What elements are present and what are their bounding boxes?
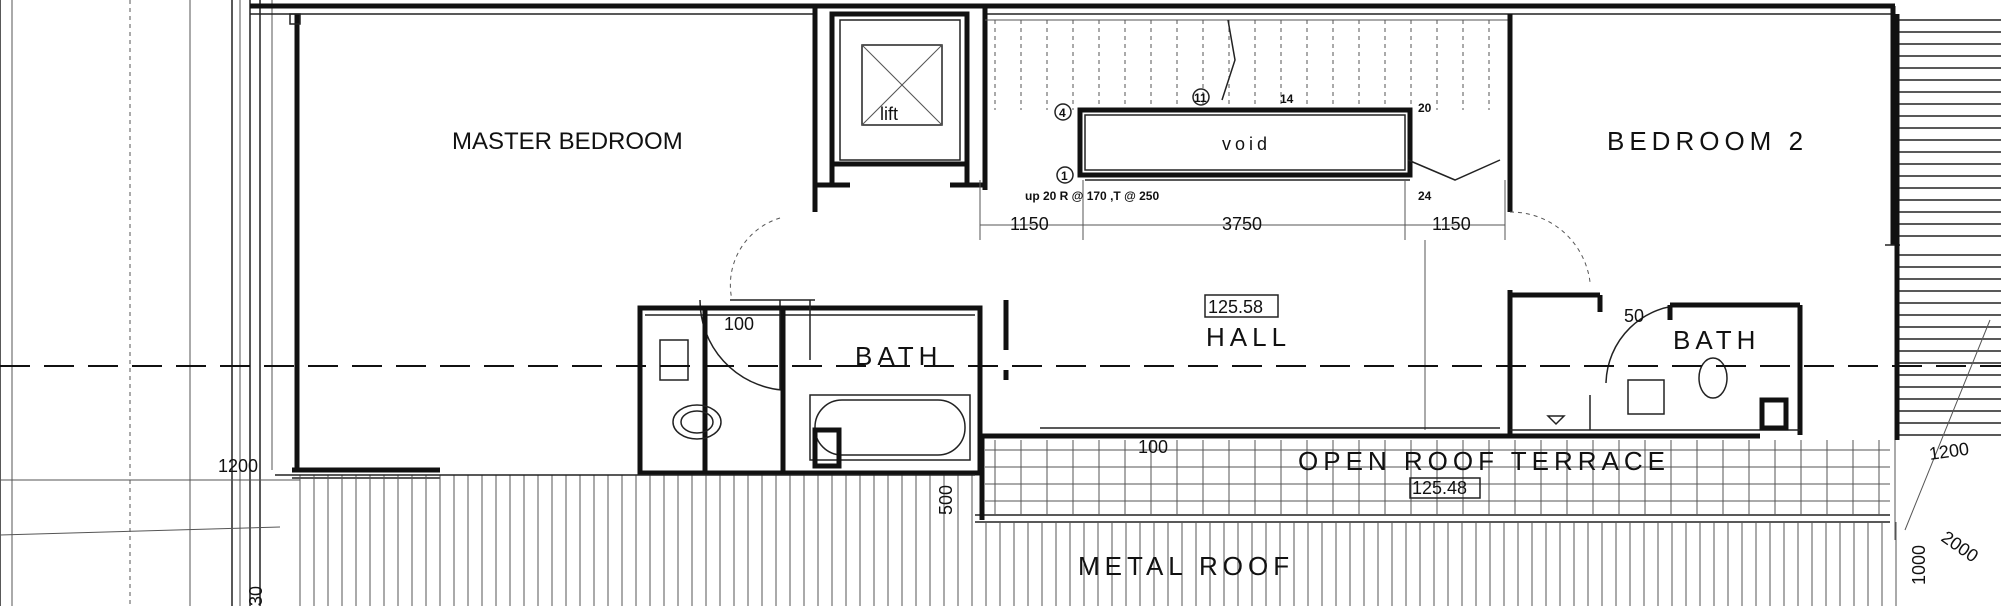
- stair-step-1: 1: [1061, 169, 1068, 183]
- terrace-outline: [975, 433, 1890, 523]
- site-boundary-lines: [0, 0, 300, 606]
- top-wall: [250, 3, 1895, 15]
- stair-step-20: 20: [1418, 101, 1432, 115]
- door-swings: [699, 211, 1687, 391]
- terrace-level: 125.48: [1412, 478, 1467, 498]
- stair-step-14: 14: [1280, 92, 1294, 106]
- dim-1150-left: 1150: [1010, 214, 1049, 234]
- stair-step-4: 4: [1059, 106, 1066, 120]
- dim-3750: 3750: [1222, 214, 1262, 234]
- stair-dimension-line: [979, 180, 1506, 240]
- bedroom-2-label: BEDROOM 2: [1607, 126, 1808, 156]
- dim-500: 500: [936, 485, 956, 515]
- dim-2000: 2000: [1938, 527, 1982, 566]
- dim-100-b: 100: [1138, 437, 1168, 457]
- lift-label: lift: [880, 104, 898, 124]
- stair-note: up 20 R @ 170 ,T @ 250: [1025, 189, 1159, 203]
- hall-elements: [1003, 240, 1500, 430]
- metal-roof-label: METAL ROOF: [1078, 551, 1294, 581]
- dim-1200-right: 1200: [1928, 439, 1970, 464]
- diagonal-guide: [1904, 319, 1991, 531]
- dim-30: 30: [246, 586, 266, 606]
- dim-1000: 1000: [1909, 545, 1929, 585]
- void-label: void: [1222, 134, 1271, 154]
- dim-1200-left: 1200: [218, 456, 258, 476]
- bath-left-walls: [637, 299, 1009, 476]
- right-edge-steps: [1894, 14, 2001, 440]
- metal-roof-hatching: [275, 474, 1897, 606]
- stair: [985, 19, 1510, 181]
- terrace-label: OPEN ROOF TERRACE: [1298, 446, 1670, 476]
- master-bedroom-walls: [289, 6, 988, 479]
- master-bedroom-label: MASTER BEDROOM: [452, 128, 683, 155]
- bath-right-walls: [1507, 290, 1803, 435]
- stair-step-marker-11: [1192, 88, 1210, 106]
- hall-level: 125.58: [1208, 297, 1263, 317]
- stair-step-marker-4: [1054, 103, 1072, 121]
- stair-step-11: 11: [1194, 91, 1207, 105]
- stair-step-24: 24: [1418, 189, 1432, 203]
- bath-right-label: BATH: [1673, 325, 1760, 355]
- lift-shaft: [815, 11, 985, 188]
- dim-50: 50: [1624, 306, 1644, 326]
- stair-step-marker-1: [1056, 166, 1074, 184]
- hall-label: HALL: [1206, 322, 1291, 352]
- dim-1150-right: 1150: [1432, 214, 1471, 234]
- dim-100-a: 100: [724, 314, 754, 334]
